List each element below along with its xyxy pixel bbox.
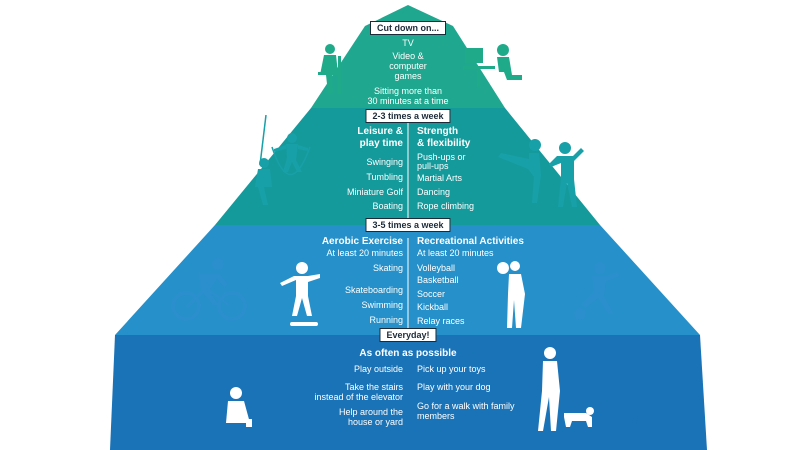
strength-title: & flexibility — [417, 138, 471, 149]
dancer-icon — [549, 142, 584, 207]
tier-2-label: 2-3 times a week — [365, 109, 451, 123]
tier-cut-down-body — [311, 26, 505, 108]
leisure-item: Miniature Golf — [346, 187, 403, 197]
everyday-item: Help around the — [338, 407, 403, 417]
everyday-title: As often as possible — [359, 348, 457, 359]
aerobic-title: Aerobic Exercise — [321, 236, 403, 247]
aerobic-item: Skating — [372, 263, 403, 273]
recreational-item: At least 20 minutes — [417, 248, 494, 258]
aerobic-item: Swimming — [361, 300, 403, 310]
strength-item: Martial Arts — [417, 173, 463, 183]
leisure-item: Tumbling — [366, 172, 403, 182]
recreational-item: Kickball — [417, 302, 449, 312]
everyday-item: Play outside — [353, 364, 403, 374]
everyday-item: Take the stairs — [344, 382, 403, 392]
tier-1-item: games — [394, 71, 422, 81]
leisure-title: Leisure & — [357, 126, 403, 137]
aerobic-item: At least 20 minutes — [326, 248, 403, 258]
leisure-item: Swinging — [366, 157, 403, 167]
strength-title: Strength — [417, 126, 459, 137]
child-computer-icon — [463, 44, 522, 87]
person-walking-dog-icon — [538, 347, 594, 431]
everyday-item: instead of the elevator — [314, 392, 403, 402]
strength-item: Push-ups or — [417, 152, 466, 162]
person-swinging-icon — [255, 115, 272, 205]
recreational-title: Recreational Activities — [417, 236, 524, 247]
tier-everyday — [110, 335, 707, 450]
child-jump-rope-icon — [271, 133, 311, 176]
aerobic-item: Running — [369, 315, 403, 325]
tier-4-label: Everyday! — [379, 328, 437, 342]
strength-item: Dancing — [417, 187, 451, 197]
tier-1-item: Video & — [392, 51, 424, 61]
tier-1-item: Sitting more than — [373, 86, 443, 96]
recreational-item: Volleyball — [417, 263, 456, 273]
cyclist-icon — [171, 258, 247, 321]
leisure-item: Boating — [372, 201, 403, 211]
recreational-item: Basketball — [417, 275, 459, 285]
leisure-title: play time — [359, 138, 403, 149]
recreational-item: Relay races — [417, 316, 465, 326]
everyday-item: members — [417, 411, 455, 421]
everyday-item: Play with your dog — [417, 382, 491, 392]
person-sitting-chair-icon — [318, 44, 341, 94]
strength-item: pull-ups — [417, 161, 449, 171]
volleyball-player-icon — [497, 261, 525, 328]
adult-child-walking-icon — [631, 352, 672, 426]
tier-cut-down — [365, 5, 453, 26]
tier-1-item: computer — [389, 61, 427, 71]
tier-1-item: 30 minutes at a time — [367, 96, 449, 106]
martial-arts-kick-icon — [498, 139, 541, 203]
tier-1-item: TV — [402, 38, 414, 48]
strength-item: Rope climbing — [417, 201, 475, 211]
aerobic-item: Skateboarding — [344, 285, 403, 295]
everyday-item: Pick up your toys — [417, 364, 486, 374]
toddler-playing-icon — [226, 387, 252, 427]
seesaw-icon — [144, 375, 190, 426]
skateboarder-icon — [280, 262, 320, 326]
everyday-item: Go for a walk with family — [417, 401, 515, 411]
soccer-kick-icon — [574, 262, 620, 320]
recreational-item: Soccer — [417, 289, 446, 299]
tier-1-label: Cut down on... — [370, 21, 446, 35]
everyday-item: house or yard — [347, 417, 403, 427]
tier-3-label: 3-5 times a week — [365, 218, 451, 232]
